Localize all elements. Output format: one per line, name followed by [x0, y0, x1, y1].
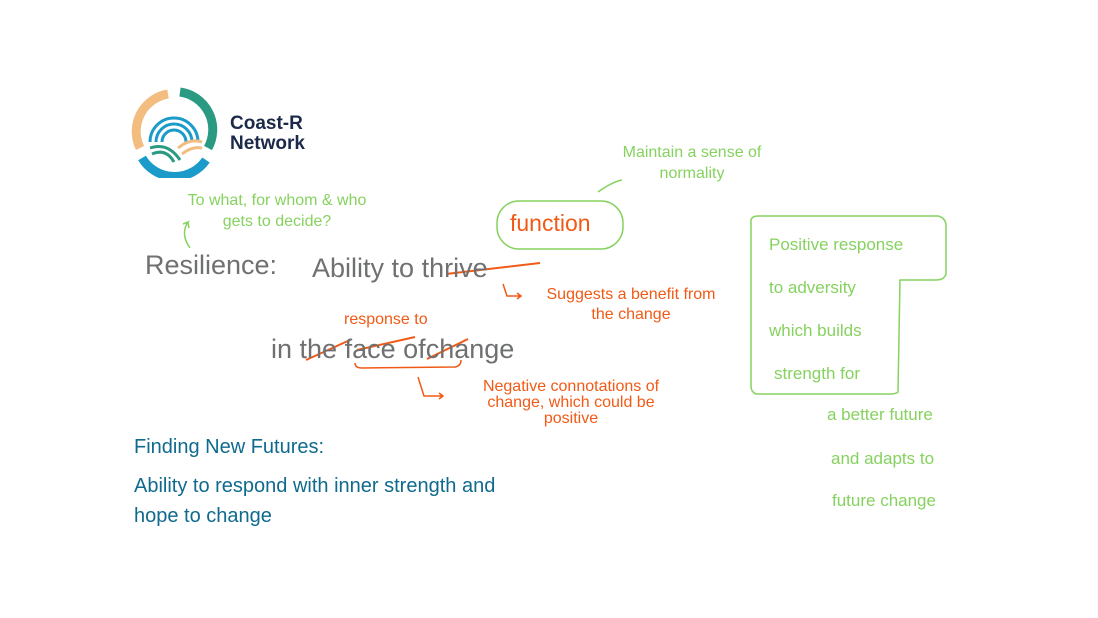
struck-of: of	[403, 334, 426, 364]
normality-note: Maintain a sense of normality	[600, 142, 784, 184]
normality-line1: Maintain a sense of	[622, 144, 762, 161]
struck-the: the	[299, 334, 338, 364]
outside-line-2: and adapts to	[831, 449, 935, 468]
struck-thrive: thrive	[421, 253, 488, 283]
response-to-note: response to	[344, 311, 428, 328]
struck-face: face	[344, 334, 396, 364]
logo-line2: Network	[230, 133, 305, 154]
benefit-arrow	[502, 283, 523, 300]
negative-note: Negative connotations of change, which c…	[448, 379, 694, 427]
resilience-label: Resilience:	[145, 250, 278, 280]
resilience-line1: Ability to thrive	[312, 253, 488, 284]
benefit-note: Suggests a benefit from the change	[520, 285, 742, 325]
ability-to: Ability to	[312, 253, 415, 283]
outside-line-1: a better future	[827, 405, 933, 424]
negative-line3: positive	[543, 410, 599, 427]
coast-r-logo-icon	[131, 87, 218, 178]
box-line-1: Positive response	[769, 235, 904, 254]
box-line-4: strength for	[774, 364, 860, 383]
finding-line2: hope to change	[134, 505, 272, 527]
question-line2: gets to decide?	[222, 213, 332, 230]
outside-line-3: future change	[832, 491, 936, 510]
finding-title: Finding New Futures:	[134, 436, 325, 458]
word-in: in	[271, 334, 293, 364]
negative-line2: change, which could be	[487, 394, 655, 411]
function-word: function	[510, 210, 591, 236]
word-change: change	[425, 334, 515, 364]
benefit-line2: the change	[591, 306, 671, 323]
logo-line1: Coast-R	[230, 113, 303, 134]
benefit-line1: Suggests a benefit from	[546, 286, 716, 303]
normality-line2: normality	[659, 165, 725, 182]
finding-line1: Ability to respond with inner strength a…	[134, 475, 496, 497]
logo: Coast-R Network	[128, 86, 328, 181]
box-line-2: to adversity	[769, 278, 856, 297]
question-line1: To what, for whom & who	[187, 192, 367, 209]
question-note: To what, for whom & who gets to decide?	[168, 190, 386, 232]
negative-line1: Negative connotations of	[482, 378, 660, 395]
resilience-line2: in the face ofchange	[271, 334, 514, 365]
negative-arrow	[417, 376, 445, 400]
box-line-3: which builds	[769, 321, 862, 340]
